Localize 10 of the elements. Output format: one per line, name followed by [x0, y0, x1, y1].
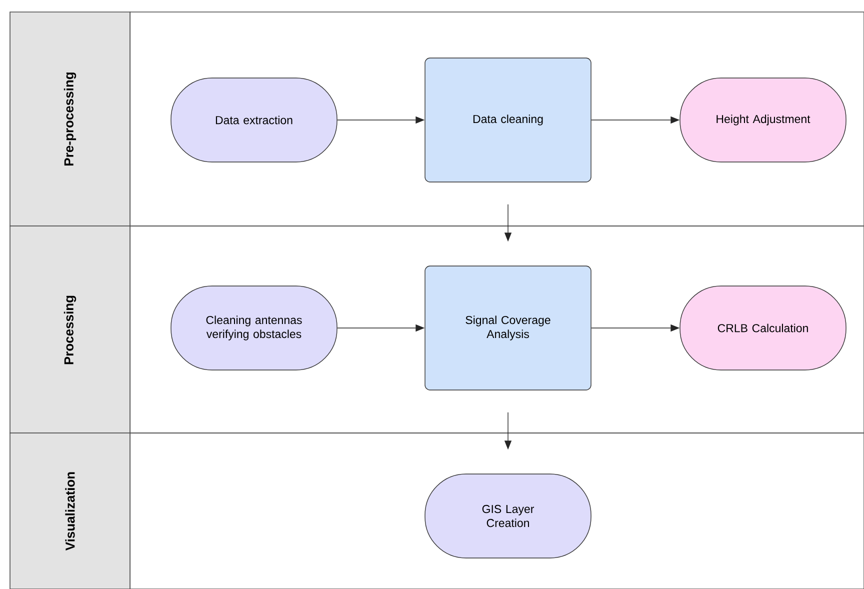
terminal-pill: Data extraction — [170, 78, 338, 162]
node-label: Pre-processing — [64, 72, 76, 166]
process-box: Signal Coverage Analysis — [424, 266, 592, 390]
node-label: Visualization — [65, 472, 75, 551]
terminal-pill: Cleaning antennas verifying obstacles — [170, 286, 338, 370]
terminal-pill: Height Adjustment — [680, 78, 846, 162]
terminal-pill: CRLB Calculation — [680, 286, 846, 370]
process-box: Data cleaning — [424, 58, 592, 182]
node-label: Processing — [64, 296, 76, 364]
terminal-pill: GIS Layer Creation — [424, 474, 592, 558]
